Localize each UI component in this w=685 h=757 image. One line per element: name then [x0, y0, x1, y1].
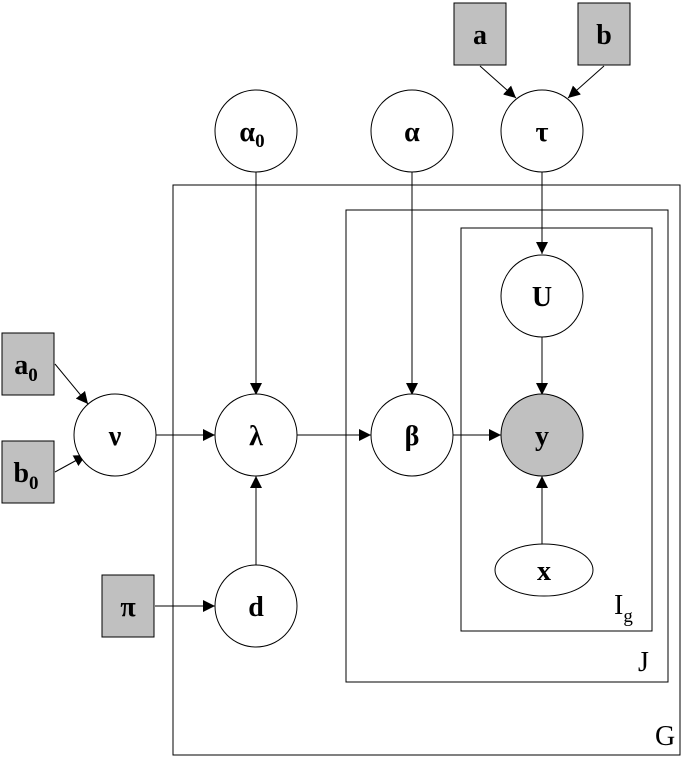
node-lambda	[214, 393, 298, 477]
node-y-label: y	[535, 421, 549, 452]
node-lambda-label: λ	[249, 421, 263, 452]
node-x	[494, 543, 594, 597]
plate-j	[345, 209, 669, 683]
node-x-label: x	[537, 556, 551, 587]
node-alpha	[370, 89, 454, 173]
edge-a0-nu	[54, 363, 89, 405]
plate-ig-label: Ig	[614, 590, 633, 627]
node-pi-label: π	[120, 592, 136, 623]
node-a0	[1, 332, 55, 396]
node-d	[214, 564, 298, 648]
node-b	[577, 2, 631, 66]
node-b0	[1, 440, 55, 504]
node-nu-label: ν	[108, 421, 122, 452]
node-alpha-label: α	[404, 117, 420, 148]
plate-g-label: G	[655, 721, 675, 752]
node-a0-label: a0	[14, 350, 38, 386]
node-u	[500, 254, 584, 338]
node-alpha0	[214, 89, 298, 173]
node-tau	[500, 89, 584, 173]
node-pi	[101, 574, 155, 638]
edge-b-tau	[567, 65, 605, 99]
node-beta	[370, 393, 454, 477]
node-u-label: U	[532, 282, 552, 313]
node-nu	[73, 393, 157, 477]
plate-j-label: J	[638, 647, 649, 678]
node-y	[500, 393, 584, 477]
node-a-label: a	[473, 20, 487, 51]
node-b0-label: b0	[13, 458, 38, 494]
node-d-label: d	[248, 592, 264, 623]
node-beta-label: β	[405, 421, 420, 452]
node-a	[453, 2, 507, 66]
edge-a-tau	[479, 65, 517, 99]
node-alpha0-label: α0	[239, 117, 264, 152]
node-tau-label: τ	[536, 117, 549, 148]
plate-g	[172, 184, 681, 756]
node-b-label: b	[596, 20, 612, 51]
plate-ig	[460, 227, 653, 632]
